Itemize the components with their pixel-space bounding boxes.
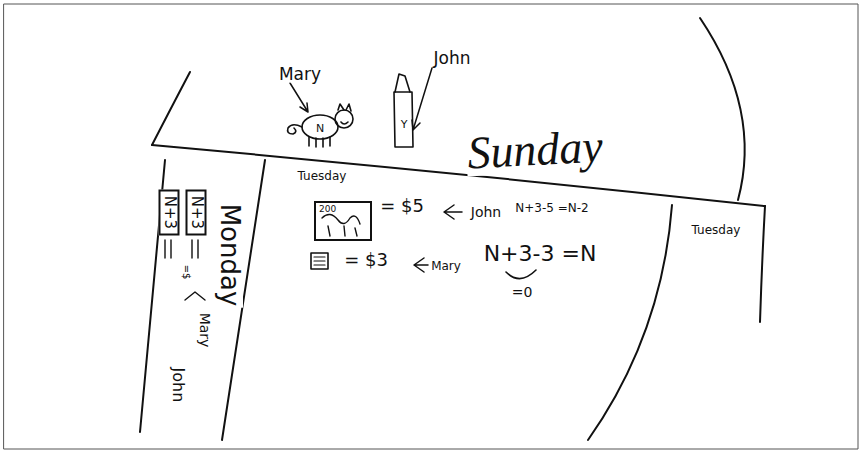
region-line (588, 205, 672, 440)
arrow-mark (444, 205, 462, 219)
sketch-label: John (470, 205, 502, 219)
sketch-label: N (315, 123, 325, 134)
pig-figure (288, 104, 353, 147)
note-box: N+3 (159, 189, 180, 235)
formula-text: N+3 (162, 195, 177, 228)
region-name: Monday (217, 203, 243, 308)
sketch-label: N+3-5 =N-2 (514, 202, 589, 214)
leader-arrow (412, 68, 432, 130)
picture-box: 200 (314, 201, 372, 241)
sketch-label: Mary (198, 312, 212, 349)
box-number: 200 (319, 205, 336, 214)
region-line (152, 72, 190, 145)
arrow-mark (414, 258, 428, 272)
sketch-label: John (433, 50, 472, 67)
sketch-label: =$ (181, 264, 191, 281)
region-line (760, 206, 765, 322)
formula-text: N+3 (189, 195, 204, 228)
region-line (700, 18, 745, 200)
sketch-label: = $5 (379, 197, 425, 215)
sketch-label: Tuesday (691, 224, 742, 236)
sketch-label: Mary (278, 66, 322, 83)
sketch-label: Mary (430, 260, 462, 272)
sketch-label: Y (400, 119, 409, 130)
sketch-label: = $3 (343, 251, 389, 269)
region-name: N+3-3 =N (483, 243, 598, 265)
frame (4, 4, 858, 449)
day-heading: Sunday (465, 123, 605, 176)
sketch-label: John (170, 367, 186, 404)
small-box (311, 253, 328, 269)
animal-scribble (322, 214, 360, 236)
arrow-mark (185, 292, 205, 300)
region-line (152, 145, 765, 206)
note-box: N+3 (186, 189, 207, 235)
underline-curve (506, 270, 536, 279)
leader-arrow (290, 83, 308, 112)
box-scribble (314, 257, 325, 265)
sketch-label: Tuesday (297, 170, 348, 182)
equals-mark (165, 240, 198, 258)
sketch-label: =0 (511, 285, 534, 299)
person-figure (394, 74, 413, 147)
